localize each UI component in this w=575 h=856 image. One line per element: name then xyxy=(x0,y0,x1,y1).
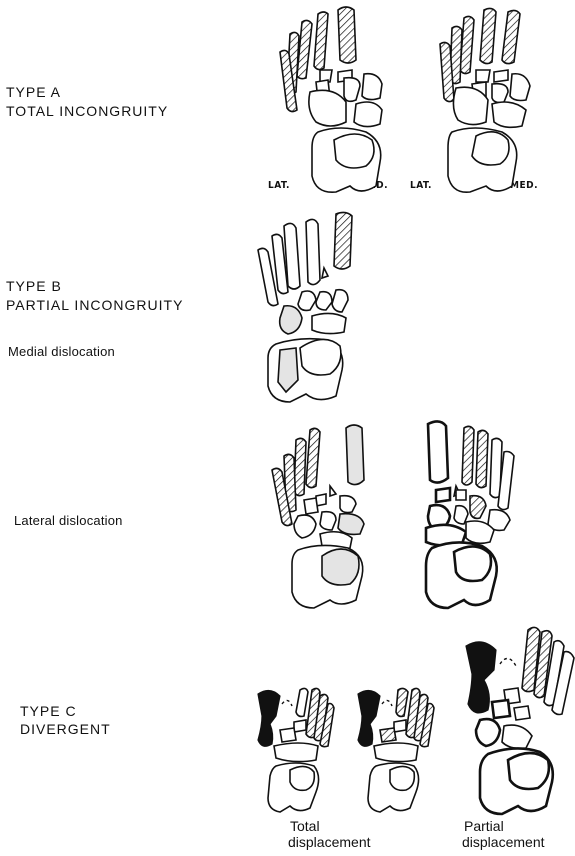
type-b-lateral-foot-2 xyxy=(426,421,514,608)
type-c-foot-1 xyxy=(258,688,334,812)
type-b-medial-foot xyxy=(258,212,352,402)
type-c-foot-2 xyxy=(358,688,434,812)
type-a-foot-2 xyxy=(440,8,530,192)
type-c-foot-3 xyxy=(466,627,574,814)
type-a-foot-1 xyxy=(280,7,382,192)
type-b-lateral-foot-1 xyxy=(272,425,364,608)
